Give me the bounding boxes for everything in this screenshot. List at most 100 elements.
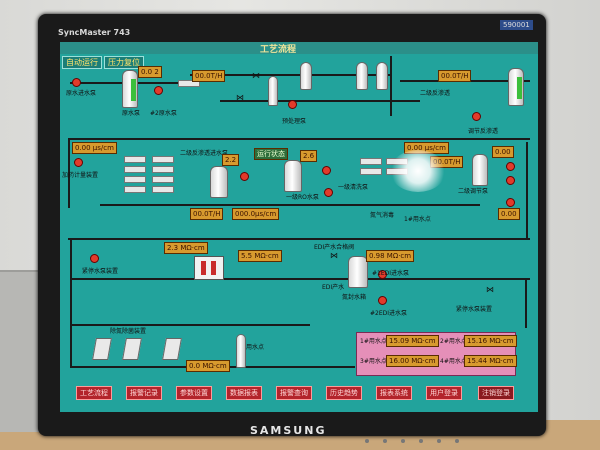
nav-alarm-log[interactable]: 报警记录 (126, 386, 162, 400)
label: #1EDI进水泵 (372, 270, 410, 277)
inline-filter (178, 80, 200, 87)
softener-vessel (376, 62, 388, 90)
secondary-pump[interactable] (506, 198, 515, 207)
emergency-pump[interactable] (90, 254, 99, 263)
label: 氮气消毒 (370, 212, 395, 219)
auto-run-button[interactable]: 自动运行 (62, 56, 102, 69)
run-status-indicator: 运行状态 (254, 148, 288, 160)
pretreat-vessel (300, 62, 312, 90)
nav-history-trend[interactable]: 历史趋势 (326, 386, 362, 400)
pipe (68, 138, 530, 140)
valve-icon[interactable]: ⋈ (486, 285, 494, 294)
sterilizer-unit (92, 338, 112, 360)
ro-membrane (124, 166, 146, 173)
label: 一级清洗泵 (338, 184, 369, 191)
ro-membrane (124, 156, 146, 163)
nav-report-system[interactable]: 报表系统 (376, 386, 412, 400)
dosing-pump[interactable] (74, 158, 83, 167)
pipe (70, 324, 310, 326)
label: 原水进水泵 (66, 90, 97, 97)
label: EDI产水 (322, 284, 345, 291)
ro-membrane (124, 186, 146, 193)
label: EDI产水合格阀 (314, 244, 355, 251)
nav-parameters[interactable]: 参数设置 (176, 386, 212, 400)
edi-module (194, 256, 224, 280)
label: 一级RO水泵 (286, 194, 319, 201)
nav-process-flow[interactable]: 工艺流程 (76, 386, 112, 400)
adjust-ro-pump[interactable] (472, 112, 481, 121)
label: 除氮除菌装置 (110, 328, 147, 335)
ro-product-tank (284, 160, 302, 192)
edi-inlet-pump-2[interactable] (378, 296, 387, 305)
ro-membrane (152, 156, 174, 163)
nav-user-login[interactable]: 用户登录 (426, 386, 462, 400)
pipe (68, 138, 70, 208)
pressure-reset-button[interactable]: 压力复位 (104, 56, 144, 69)
point-value: 15.16 MΩ·cm (464, 335, 517, 347)
resistivity-display: 5.5 MΩ·cm (238, 250, 282, 262)
pipe (70, 278, 530, 280)
nav-alarm-query[interactable]: 报警查询 (276, 386, 312, 400)
scada-screen: 工艺流程 自动运行 压力复位 原水进水泵 原水泵 0.0 2 #2原水泵 00.… (60, 42, 538, 412)
ro-membrane (152, 176, 174, 183)
value-display: 0.00 (492, 146, 514, 158)
label: 加药计量装置 (62, 172, 99, 179)
point-of-use-column (236, 334, 246, 368)
resistivity-display: 2.3 MΩ·cm (164, 242, 208, 254)
raw-water-inlet-pump[interactable] (72, 78, 81, 87)
pipe (70, 238, 72, 368)
sterilizer-unit (122, 338, 142, 360)
ro-pump-3[interactable] (324, 188, 333, 197)
screen-titlebar (60, 42, 538, 54)
flow-display: 00.0T/H (192, 70, 226, 82)
label: #2原水泵 (150, 110, 177, 117)
ro-stage-tank (508, 68, 524, 106)
pipe (526, 142, 528, 238)
point-value: 15.09 MΩ·cm (386, 335, 439, 347)
valve-icon[interactable]: ⋈ (236, 93, 244, 102)
point-name: 2#用水点 (440, 338, 467, 345)
label: 二级反渗透进水泵 (180, 150, 229, 157)
screen-title: 工艺流程 (260, 45, 297, 55)
pretreat-pump[interactable] (288, 100, 297, 109)
resistivity-display: 0.98 MΩ·cm (366, 250, 415, 262)
point-value: 16.00 MΩ·cm (386, 355, 439, 367)
label: 预处理泵 (282, 118, 307, 125)
label: 紧停水泵装置 (82, 268, 119, 275)
nav-data-report[interactable]: 数据报表 (226, 386, 262, 400)
edi-inlet-pump-1[interactable] (378, 270, 387, 279)
ro-membrane (124, 176, 146, 183)
pipe (68, 238, 530, 240)
ro-pump-2[interactable] (322, 166, 331, 175)
label: 氮封水箱 (342, 294, 367, 301)
flow-display: 00.0T/H (190, 208, 224, 220)
conductivity-display: 000.0μs/cm (232, 208, 280, 220)
screen-glare (390, 150, 446, 192)
raw-water-pump-2[interactable] (154, 86, 163, 95)
ro-pump-1[interactable] (240, 172, 249, 181)
point-value: 15.44 MΩ·cm (464, 355, 517, 367)
pressure-display: 2.2 (222, 154, 240, 166)
value-display: 0.0 2 (138, 66, 162, 78)
secondary-ro-tank (472, 154, 488, 186)
nitrogen-seal-tank (348, 256, 368, 288)
label: 二级反渗透 (420, 90, 451, 97)
softener-vessel (356, 62, 368, 90)
pressure-display: 2.6 (300, 150, 318, 162)
cartridge-filter (268, 76, 278, 106)
bottom-nav-bar: 工艺流程 报警记录 参数设置 数据报表 报警查询 历史趋势 报表系统 用户登录 … (76, 386, 532, 400)
pipe (190, 74, 390, 76)
monitor-hardware-buttons[interactable] (365, 428, 525, 443)
point-name: 1#用水点 (360, 338, 387, 345)
label: 调节反渗透 (468, 128, 499, 135)
nav-logout[interactable]: 注销登录 (478, 386, 514, 400)
secondary-pump[interactable] (506, 162, 515, 171)
label: 用水点 (246, 344, 265, 351)
secondary-pump[interactable] (506, 176, 515, 185)
resistivity-display: 0.0 MΩ·cm (186, 360, 230, 372)
valve-icon[interactable]: ⋈ (252, 71, 260, 80)
sterilizer-unit (162, 338, 182, 360)
monitor-brand-logo: SAMSUNG (250, 424, 327, 437)
edi-valve-icon[interactable]: ⋈ (330, 251, 338, 260)
conductivity-display: 0.00 μs/cm (72, 142, 117, 154)
